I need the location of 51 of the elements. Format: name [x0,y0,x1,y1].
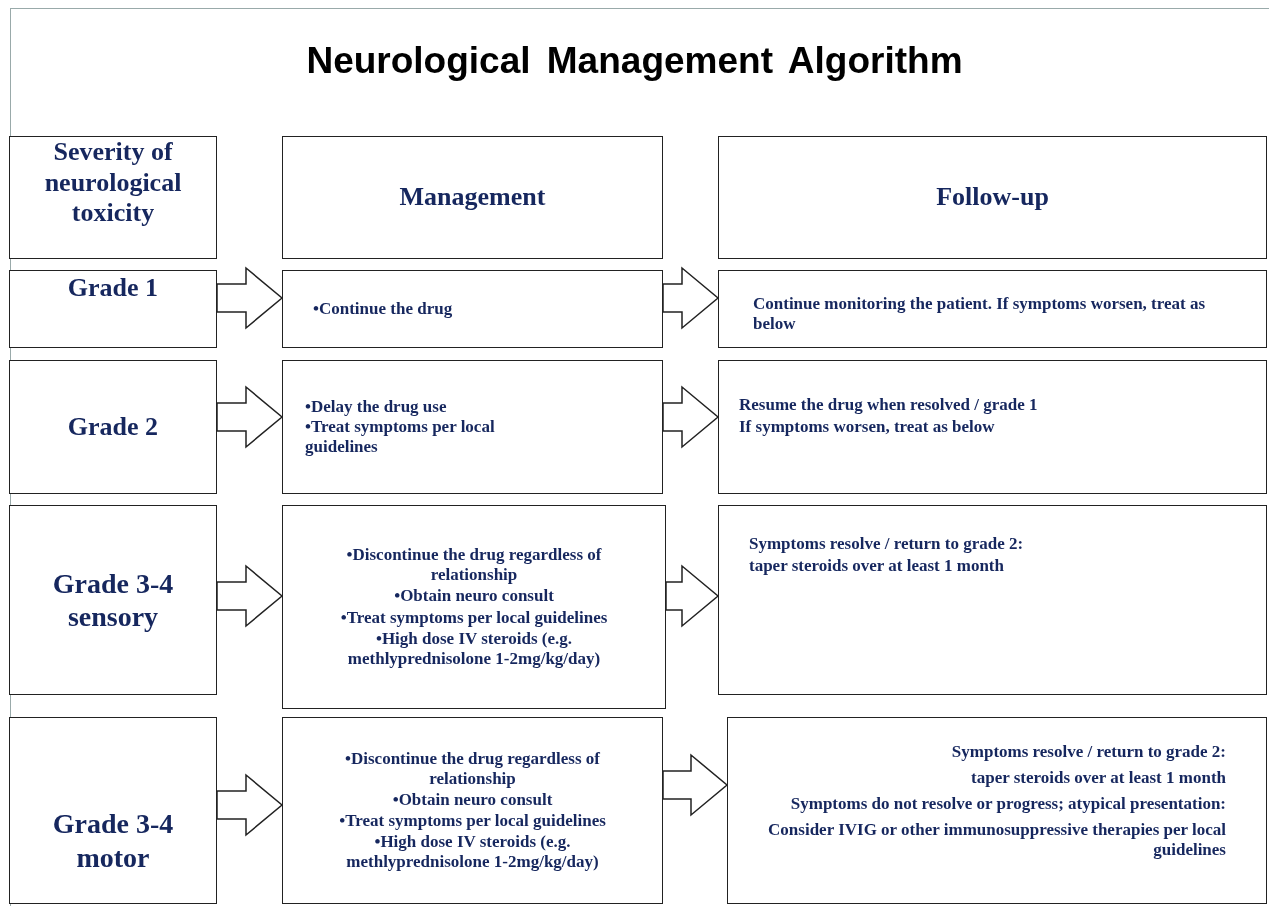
table-cell-box [9,270,217,348]
table-cell-box [9,505,217,695]
grade-label: Grade 3-4 motor [51,807,175,874]
table-cell-box [282,136,663,259]
grade-label: Grade 3-4 sensory [51,566,175,634]
management-text: •Obtain neuro consult [393,586,555,607]
table-cell-box [282,505,666,709]
grade-label: Grade 1 [66,273,160,304]
block-arrow [662,753,729,817]
management-text: •Delay the drug use [305,396,448,417]
follow-up-text: taper steroids over at least 1 month [749,556,1005,577]
follow-up-text: Resume the drug when resolved / grade 1 [739,395,1039,416]
management-text: •High dose IV steroids (e.g. methlyprednisolone 1-2mg/kg/day) [345,832,600,873]
table-cell-box [718,360,1267,494]
table-cell-box [282,717,663,904]
table-cell-box [9,136,217,259]
block-arrow [662,385,720,449]
management-text: •Obtain neuro consult [391,789,554,810]
follow-up-text: Symptoms resolve / return to grade 2: [749,534,1025,555]
grade-label: Grade 2 [66,411,160,443]
block-arrow [216,564,284,628]
table-cell-box [9,360,217,494]
management-text: •Treat symptoms per local guidelines [339,607,609,628]
table-cell-box [282,270,663,348]
follow-up-text: Continue monitoring the patient. If symptoms worsen, treat as below [753,293,1207,335]
column-header: Severity of neurological toxicity [43,137,183,229]
follow-up-text: If symptoms worsen, treat as below [739,417,996,438]
block-arrow [216,773,284,837]
block-arrow [665,564,720,628]
follow-up-text: taper steroids over at least 1 month [970,768,1226,789]
diagram-title: Neurological Management Algorithm [305,40,964,82]
block-arrow [216,385,284,449]
table-cell-box [9,717,217,904]
management-text: •Discontinue the drug regardless of relationship [344,748,601,789]
follow-up-text: Symptoms do not resolve or progress; atypical presentation: [789,794,1226,815]
table-cell-box [282,360,663,494]
management-text: •Continue the drug [313,298,454,319]
column-header: Follow-up [935,182,1050,213]
follow-up-text: Consider IVIG or other immunosuppressive therapies per local guidelines [767,820,1226,861]
table-cell-box [718,270,1267,348]
table-cell-box [727,717,1267,904]
management-text: •High dose IV steroids (e.g. methlyprednisolone 1-2mg/kg/day) [346,628,602,669]
block-arrow [662,266,720,330]
follow-up-text: Symptoms resolve / return to grade 2: [950,742,1226,763]
block-arrow [216,266,284,330]
management-text: •Treat symptoms per local guidelines [305,416,496,458]
management-text: •Discontinue the drug regardless of relationship [345,545,603,586]
table-cell-box [718,136,1267,259]
management-text: •Treat symptoms per local guidelines [338,811,607,832]
column-header: Management [398,182,547,213]
table-cell-box [718,505,1267,695]
